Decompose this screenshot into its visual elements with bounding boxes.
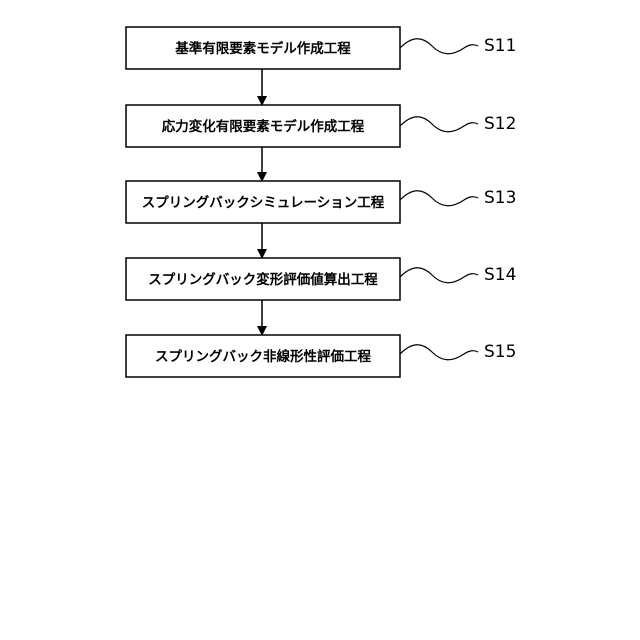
step-label-s13: S13 xyxy=(484,188,516,208)
step-text-s12: 応力変化有限要素モデル作成工程 xyxy=(162,118,365,135)
flow-step-s13: スプリングバックシミュレーション工程 S13 xyxy=(126,181,516,223)
leader-line-s13 xyxy=(400,191,478,206)
flow-step-s11: 基準有限要素モデル作成工程 S11 xyxy=(126,27,516,69)
step-text-s11: 基準有限要素モデル作成工程 xyxy=(175,40,351,57)
step-label-s11: S11 xyxy=(484,36,516,56)
flow-step-s15: スプリングバック非線形性評価工程 S15 xyxy=(126,335,516,377)
step-label-s14: S14 xyxy=(484,265,516,285)
step-text-s14: スプリングバック変形評価値算出工程 xyxy=(148,271,378,288)
leader-line-s11 xyxy=(400,39,478,54)
step-text-s15: スプリングバック非線形性評価工程 xyxy=(155,348,371,365)
flow-step-s14: スプリングバック変形評価値算出工程 S14 xyxy=(126,258,516,300)
step-text-s13: スプリングバックシミュレーション工程 xyxy=(142,194,385,211)
step-label-s12: S12 xyxy=(484,114,516,134)
leader-line-s15 xyxy=(400,345,478,360)
flow-step-s12: 応力変化有限要素モデル作成工程 S12 xyxy=(126,105,516,147)
step-label-s15: S15 xyxy=(484,342,516,362)
leader-line-s12 xyxy=(400,117,478,132)
leader-line-s14 xyxy=(400,268,478,283)
